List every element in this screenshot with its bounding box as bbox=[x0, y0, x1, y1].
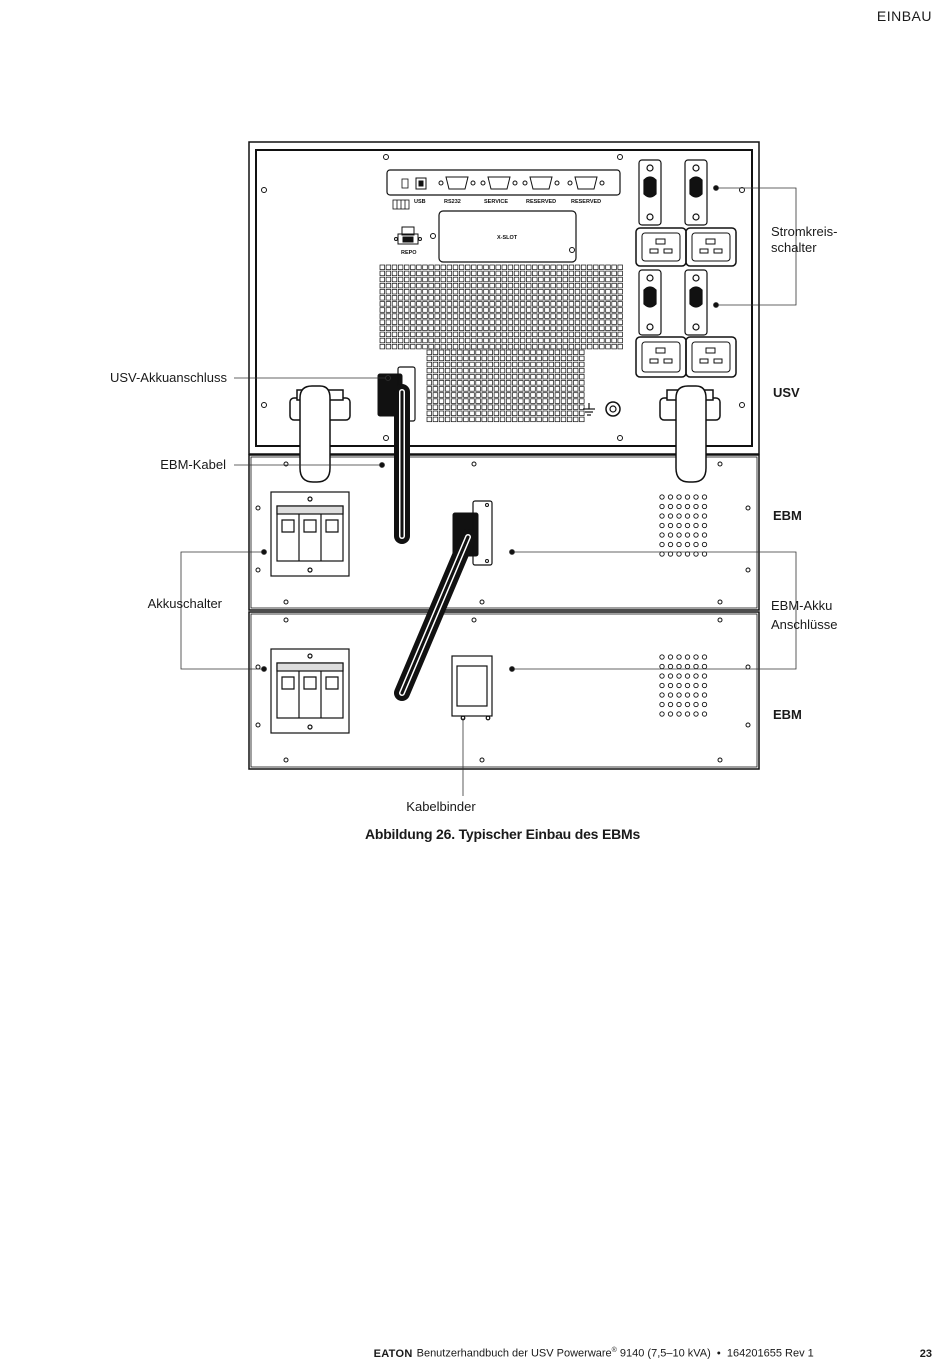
ups-unit bbox=[248, 141, 760, 455]
battery-cables bbox=[394, 384, 476, 701]
repo-connector bbox=[394, 226, 422, 245]
callout-leaders bbox=[180, 185, 797, 796]
ups-mounting-holes bbox=[261, 154, 745, 441]
figure-caption: Abbildung 26. Typischer Einbau des EBMs bbox=[364, 826, 641, 842]
cable-glands bbox=[289, 385, 721, 483]
callout-ebm-connectors-2: Anschlüsse bbox=[771, 617, 837, 632]
ground-symbol bbox=[583, 401, 621, 417]
label-usb: USB bbox=[414, 199, 426, 205]
callout-ebm-connectors-1: EBM-Akku bbox=[771, 598, 832, 613]
ventilation-grid bbox=[379, 264, 623, 423]
vent-holes-bottom bbox=[659, 654, 708, 717]
battery-breaker-bottom bbox=[270, 648, 350, 734]
label-ebm-top: EBM bbox=[773, 508, 802, 523]
label-service: SERVICE bbox=[484, 199, 508, 205]
label-reserved-2: RESERVED bbox=[571, 199, 601, 205]
callout-ups-battery-connector: USV-Akkuanschluss bbox=[110, 370, 228, 385]
db9-ports bbox=[438, 176, 605, 190]
x-slot bbox=[438, 210, 577, 263]
circuit-breakers bbox=[638, 159, 708, 336]
vent-holes-top bbox=[659, 494, 708, 557]
label-xslot: X-SLOT bbox=[497, 235, 518, 241]
footer-document-title: Benutzerhandbuch der USV Powerware® 9140… bbox=[416, 1347, 814, 1360]
callout-ebm-cable: EBM-Kabel bbox=[160, 457, 226, 472]
section-header: EINBAU bbox=[876, 8, 932, 24]
dip-switch bbox=[392, 199, 410, 210]
battery-breaker-top bbox=[270, 491, 350, 577]
footer-brand: EATON bbox=[373, 1348, 413, 1360]
cable-tie-bracket bbox=[451, 655, 493, 721]
label-reserved-1: RESERVED bbox=[526, 199, 556, 205]
label-ups: USV bbox=[773, 385, 800, 400]
callout-cable-tie: Kabelbinder bbox=[406, 799, 476, 814]
label-rs232: RS232 bbox=[444, 199, 461, 205]
page-number: 23 bbox=[919, 1348, 932, 1360]
communication-panel bbox=[386, 169, 621, 196]
output-receptacles bbox=[635, 227, 737, 378]
label-repo: REPO bbox=[401, 250, 417, 256]
ebm-unit-bottom bbox=[248, 611, 760, 770]
callout-breaker-1: Stromkreis- bbox=[771, 224, 837, 239]
callout-breaker-2: schalter bbox=[771, 240, 817, 255]
callout-battery-breaker: Akkuschalter bbox=[148, 596, 223, 611]
ebm-unit-top bbox=[248, 454, 760, 611]
label-ebm-bottom: EBM bbox=[773, 707, 802, 722]
page-footer: EATON Benutzerhandbuch der USV Powerware… bbox=[0, 1347, 932, 1360]
